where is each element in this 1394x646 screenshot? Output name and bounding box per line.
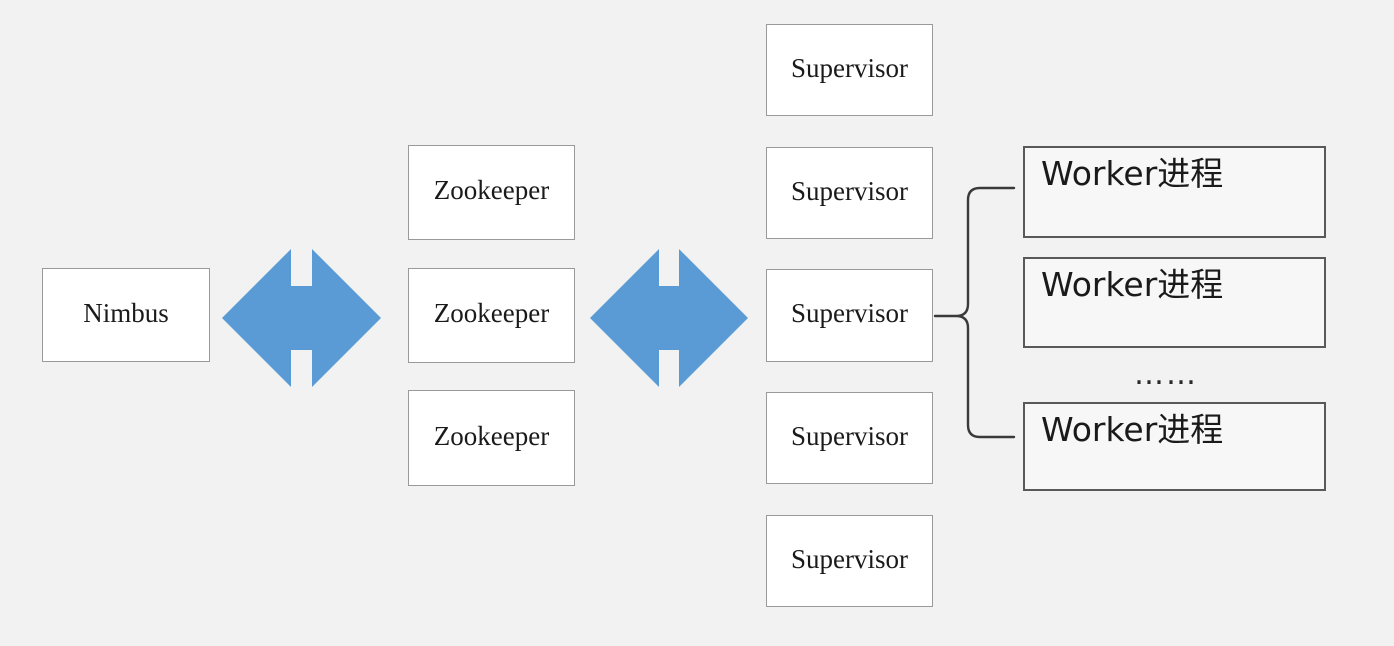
node-supervisor-4[interactable]: Supervisor	[766, 392, 933, 484]
node-supervisor-1[interactable]: Supervisor	[766, 24, 933, 116]
node-supervisor-5[interactable]: Supervisor	[766, 515, 933, 607]
node-nimbus-label: Nimbus	[83, 297, 169, 328]
node-supervisor-1-label: Supervisor	[791, 52, 908, 83]
node-zookeeper-3-label: Zookeeper	[433, 420, 550, 451]
node-zookeeper-1[interactable]: Zookeeper	[408, 145, 575, 240]
node-worker-process-3[interactable]: Worker进程	[1023, 402, 1326, 491]
node-zookeeper-1-label: Zookeeper	[433, 175, 550, 205]
nimbus-zookeeper-arrow[interactable]	[222, 249, 381, 387]
node-worker-process-2[interactable]: Worker进程	[1023, 257, 1326, 348]
zookeeper-supervisor-arrow[interactable]	[590, 249, 748, 387]
node-supervisor-3[interactable]: Supervisor	[766, 269, 933, 362]
node-worker-process-2-label: Worker进程	[1041, 265, 1224, 304]
supervisor-workers-brace	[933, 186, 1016, 439]
node-supervisor-5-label: Supervisor	[791, 543, 908, 574]
node-zookeeper-2-label: Zookeeper	[433, 298, 550, 328]
node-nimbus[interactable]: Nimbus	[42, 268, 210, 362]
node-supervisor-2-label: Supervisor	[791, 175, 908, 206]
worker-list-ellipsis: ……	[1134, 357, 1198, 392]
node-worker-process-3-label: Worker进程	[1041, 410, 1224, 449]
node-zookeeper-2[interactable]: Zookeeper	[408, 268, 575, 363]
node-worker-process-1-label: Worker进程	[1041, 154, 1224, 193]
node-worker-process-1[interactable]: Worker进程	[1023, 146, 1326, 238]
node-supervisor-4-label: Supervisor	[791, 420, 908, 451]
node-supervisor-2[interactable]: Supervisor	[766, 147, 933, 239]
node-zookeeper-3[interactable]: Zookeeper	[408, 390, 575, 486]
node-supervisor-3-label: Supervisor	[791, 298, 908, 328]
